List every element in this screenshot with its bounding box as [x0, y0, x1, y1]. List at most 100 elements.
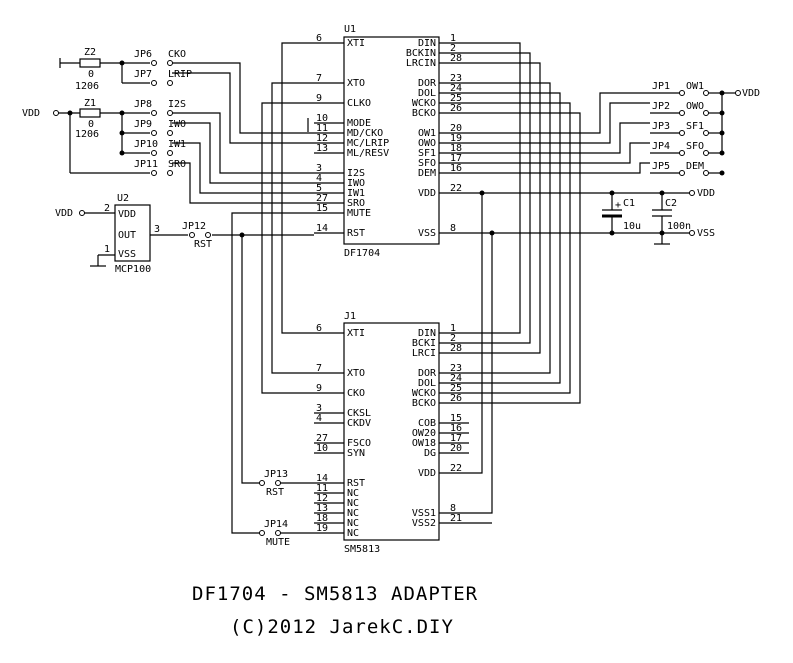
- j1-pin-name: DOL: [418, 378, 436, 389]
- j1-pin-name: DIN: [418, 328, 436, 339]
- jp4-function: SFO: [686, 141, 704, 152]
- j1-pin-name: LRCI: [412, 348, 436, 359]
- u1-pin-num: 8: [450, 223, 456, 234]
- jp8-label: JP8: [134, 99, 152, 110]
- u1-body: [343, 36, 440, 245]
- jp12-label: JP12: [182, 221, 206, 232]
- right-routing: [469, 42, 690, 524]
- jumper-pad: [151, 110, 157, 116]
- net-vdd-left: VDD: [22, 108, 40, 119]
- right-vdd-bus: VDD: [721, 88, 760, 153]
- j1-pin-name: SYN: [347, 448, 365, 459]
- j1-pin-num: 22: [450, 463, 462, 474]
- u1-pin-name: OW1: [418, 128, 436, 139]
- z1-value: 0: [88, 119, 94, 130]
- jp1-label: JP1: [652, 81, 670, 92]
- u1-pin-num: 20: [450, 123, 462, 134]
- u1-pin-num: 26: [450, 103, 462, 114]
- jp11-function: SRO: [168, 159, 186, 170]
- jumper-pad: [151, 60, 157, 66]
- net-vdd-cap: VDD: [697, 188, 715, 199]
- jumper-pad: [679, 110, 685, 116]
- j1-pin-num: 16: [450, 423, 462, 434]
- j1-pin-name: VSS1: [412, 508, 436, 519]
- z1-ref: Z1: [84, 98, 96, 109]
- jp6-label: JP6: [134, 49, 152, 60]
- u1-pin-name: XTO: [347, 78, 365, 89]
- j1-pin-num: 24: [450, 373, 462, 384]
- jp14-function: MUTE: [266, 537, 290, 548]
- u1-pin-name: SF1: [418, 148, 436, 159]
- jumper-pad: [167, 60, 173, 66]
- c1-plus: +: [615, 200, 621, 211]
- cap-c2: C2 100n VDD VSS: [652, 188, 715, 245]
- jumper-pad: [167, 110, 173, 116]
- u1-pin-name: IW1: [347, 188, 365, 199]
- jp4-label: JP4: [652, 141, 670, 152]
- jp10-label: JP10: [134, 139, 158, 150]
- j1-pin-num: 27: [316, 433, 328, 444]
- u1-pin-name: ML/RESV: [347, 148, 389, 159]
- u1-pin-num: 24: [450, 83, 462, 94]
- z2-network: Z2 0 1206: [59, 47, 150, 92]
- u1-pin-num: 13: [316, 143, 328, 154]
- jp8-function: I2S: [168, 99, 186, 110]
- jumper-pad: [703, 90, 709, 96]
- u1-pin-num: 3: [316, 163, 322, 174]
- jp11-label: JP11: [134, 159, 158, 170]
- u1-pin-name: RST: [347, 228, 365, 239]
- c1-ref: C1: [623, 198, 635, 209]
- z1-package: 1206: [75, 129, 99, 140]
- jp13-function: RST: [266, 487, 284, 498]
- j1-part: SM5813: [344, 544, 380, 555]
- u1-pin-name: MUTE: [347, 208, 371, 219]
- u1-pin-name: DIN: [418, 38, 436, 49]
- u1-pin-num: 2: [450, 43, 456, 54]
- j1-pin-num: 19: [316, 523, 328, 534]
- jumper-pad: [167, 170, 173, 176]
- jp2-label: JP2: [652, 101, 670, 112]
- jumper-pad: [679, 150, 685, 156]
- j1-pin-name: VDD: [418, 468, 436, 479]
- jumper-pad: [151, 130, 157, 136]
- u1-pin-num: 16: [450, 163, 462, 174]
- jumper-pad: [151, 170, 157, 176]
- u1-pin-name: SRO: [347, 198, 365, 209]
- jumper-pad: [703, 130, 709, 136]
- j1-pin-name: XTI: [347, 328, 365, 339]
- j1-pin-num: 8: [450, 503, 456, 514]
- jp9-function: IWO: [168, 119, 186, 130]
- j1-pin-name: NC: [347, 498, 359, 509]
- j1-pin-num: 25: [450, 383, 462, 394]
- jumper-pad: [703, 170, 709, 176]
- j1-pin-num: 10: [316, 443, 328, 454]
- jumper-pad: [167, 130, 173, 136]
- j1-pin-name: BCKO: [412, 398, 436, 409]
- j1-pin-num: 14: [316, 473, 328, 484]
- j1-pin-name: CKDV: [347, 418, 371, 429]
- u2-part: MCP100: [115, 264, 151, 275]
- z1-resistor: [79, 108, 101, 118]
- j1-pin-num: 12: [316, 493, 328, 504]
- u1-pin-num: 14: [316, 223, 328, 234]
- footer-credit: (C)2012 JarekC.DIY: [230, 616, 454, 638]
- jp12-function: RST: [194, 239, 212, 250]
- jumper-pad: [679, 170, 685, 176]
- jp7-label: JP7: [134, 69, 152, 80]
- j1-pin-num: 21: [450, 513, 462, 524]
- j1-body: [343, 322, 440, 541]
- jp5-function: DEM: [686, 161, 704, 172]
- u2-pin-vss: VSS: [118, 249, 136, 260]
- jumper-pad: [151, 150, 157, 156]
- j1-pin-num: 15: [450, 413, 462, 424]
- jumper-pad: [167, 80, 173, 86]
- c2-value: 100n: [667, 221, 691, 232]
- jumper-pad: [703, 150, 709, 156]
- j1-pin-name: CKSL: [347, 408, 371, 419]
- j1-pin-name: XTO: [347, 368, 365, 379]
- jumper-pad: [703, 110, 709, 116]
- u1-pin-num: 17: [450, 153, 462, 164]
- net-vdd-u2: VDD: [55, 208, 73, 219]
- u1-pin-name: VSS: [418, 228, 436, 239]
- u1-pin-name: DEM: [418, 168, 436, 179]
